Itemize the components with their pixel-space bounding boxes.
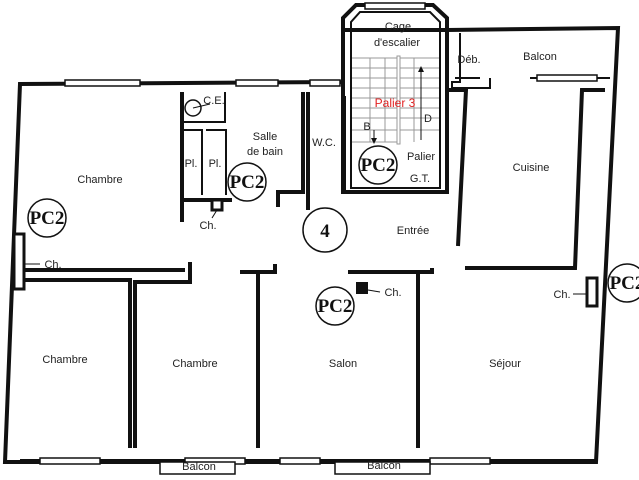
chimney-salon (356, 282, 368, 294)
pc2-marker-right: PC2 (607, 263, 639, 303)
chimney-left (12, 232, 26, 291)
pc2-marker-bath: PC2 (227, 162, 267, 202)
chimney-label-right: Ch. (553, 289, 570, 301)
ce-label: C.E. (203, 95, 224, 107)
chimney-label-salon: Ch. (384, 287, 401, 299)
balcony-bottom-right-label: Balcon (367, 460, 401, 472)
stairwell-inner-wall (350, 11, 441, 189)
balcony-top-label: Balcon (523, 51, 557, 63)
down-arrow-icon (371, 138, 377, 144)
chimney-label-bath: Ch. (199, 220, 216, 232)
closet-1-label: Pl. (185, 158, 198, 170)
bathroom-label: Salle (253, 131, 277, 143)
balcony-bottom-left-label: Balcon (182, 461, 216, 473)
stairwell-wall (341, 2, 449, 194)
up-label: D (424, 113, 432, 125)
up-arrow-icon (418, 66, 424, 72)
stairwell-label-2: d'escalier (374, 37, 420, 49)
svg-text:PC2: PC2 (230, 172, 265, 193)
pc2-marker-left: PC2 (27, 198, 67, 238)
chimney-label-left: Ch. (44, 259, 61, 271)
chimney-bath (210, 198, 224, 212)
chimney-right (585, 276, 599, 308)
dining-label: Séjour (489, 358, 521, 370)
gt-label: G.T. (410, 173, 430, 185)
kitchen-label: Cuisine (513, 162, 550, 174)
landing-level-label: Palier 3 (375, 96, 416, 110)
bathroom-label-2: de bain (247, 146, 283, 158)
svg-text:PC2: PC2 (361, 155, 396, 176)
bedroom-top-label: Chambre (77, 174, 122, 186)
windows (39, 2, 598, 475)
svg-text:PC2: PC2 (30, 208, 65, 229)
svg-text:PC2: PC2 (610, 273, 639, 294)
apartment-number: 4 (320, 221, 330, 242)
apartment-number-badge (302, 207, 348, 253)
pc2-marker-stair: PC2 (358, 145, 398, 185)
entrance-label: Entrée (397, 225, 429, 237)
living-label: Salon (329, 358, 357, 370)
down-label: B (363, 121, 370, 133)
pc2-marker-salon: PC2 (315, 286, 355, 326)
landing-label: Palier (407, 151, 435, 163)
svg-text:PC2: PC2 (318, 296, 353, 317)
closet-2-label: Pl. (209, 158, 222, 170)
deb-label: Déb. (457, 54, 480, 66)
bedroom-bottom-mid-label: Chambre (172, 358, 217, 370)
wc-label: W.C. (312, 137, 336, 149)
bedroom-bottom-left-label: Chambre (42, 354, 87, 366)
stairs (352, 55, 439, 145)
stairwell-label: Cage (385, 21, 411, 33)
